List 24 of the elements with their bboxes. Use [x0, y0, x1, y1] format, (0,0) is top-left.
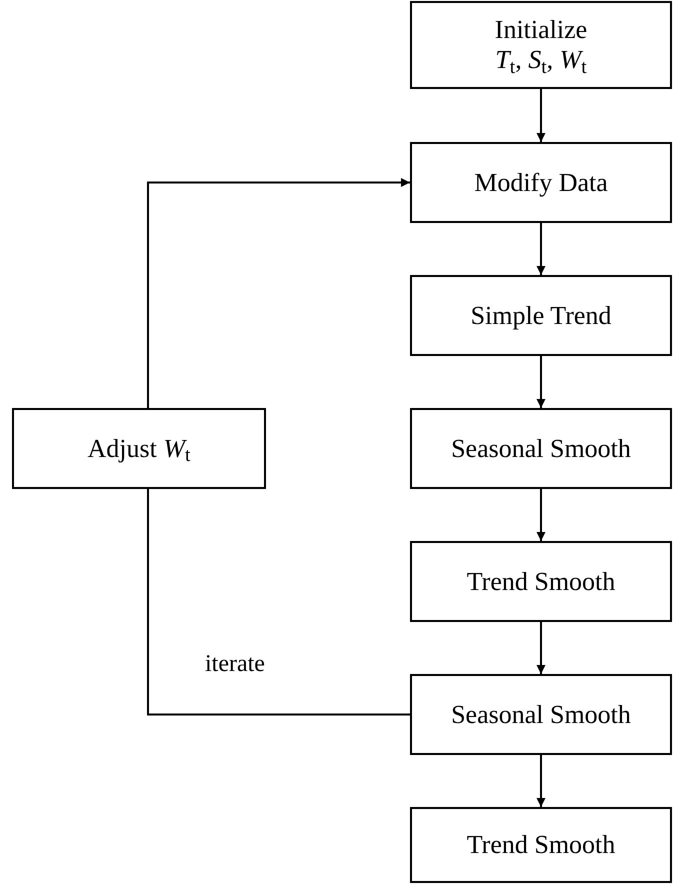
process-box: [410, 807, 672, 883]
box-text: Adjust W$_{t}$: [88, 434, 190, 464]
box-text: Seasonal Smooth: [451, 700, 631, 730]
box-text: Trend Smooth: [466, 830, 616, 860]
box-text: Simple Trend: [470, 300, 612, 330]
box-text: T$_{t}$, S$_{t}$, W$_{t}$: [495, 45, 587, 75]
process-box: [410, 1, 672, 89]
box-text: Initialize: [494, 15, 588, 45]
box-text: Seasonal Smooth: [451, 434, 631, 464]
process-box: [12, 408, 266, 489]
process-box: [410, 674, 672, 755]
arrow: [536, 356, 546, 408]
box-text: Modify Data: [474, 168, 608, 198]
arrow: [536, 622, 546, 674]
arrow: [536, 755, 546, 807]
process-box: [410, 142, 672, 223]
process-box: [410, 541, 672, 622]
process-box: [410, 408, 672, 489]
arrow: [536, 223, 546, 275]
arrow: [536, 489, 546, 541]
process-box: [410, 275, 672, 356]
arrow: [147, 178, 410, 408]
arrow: [536, 89, 546, 142]
box-text: Trend Smooth: [466, 566, 616, 596]
